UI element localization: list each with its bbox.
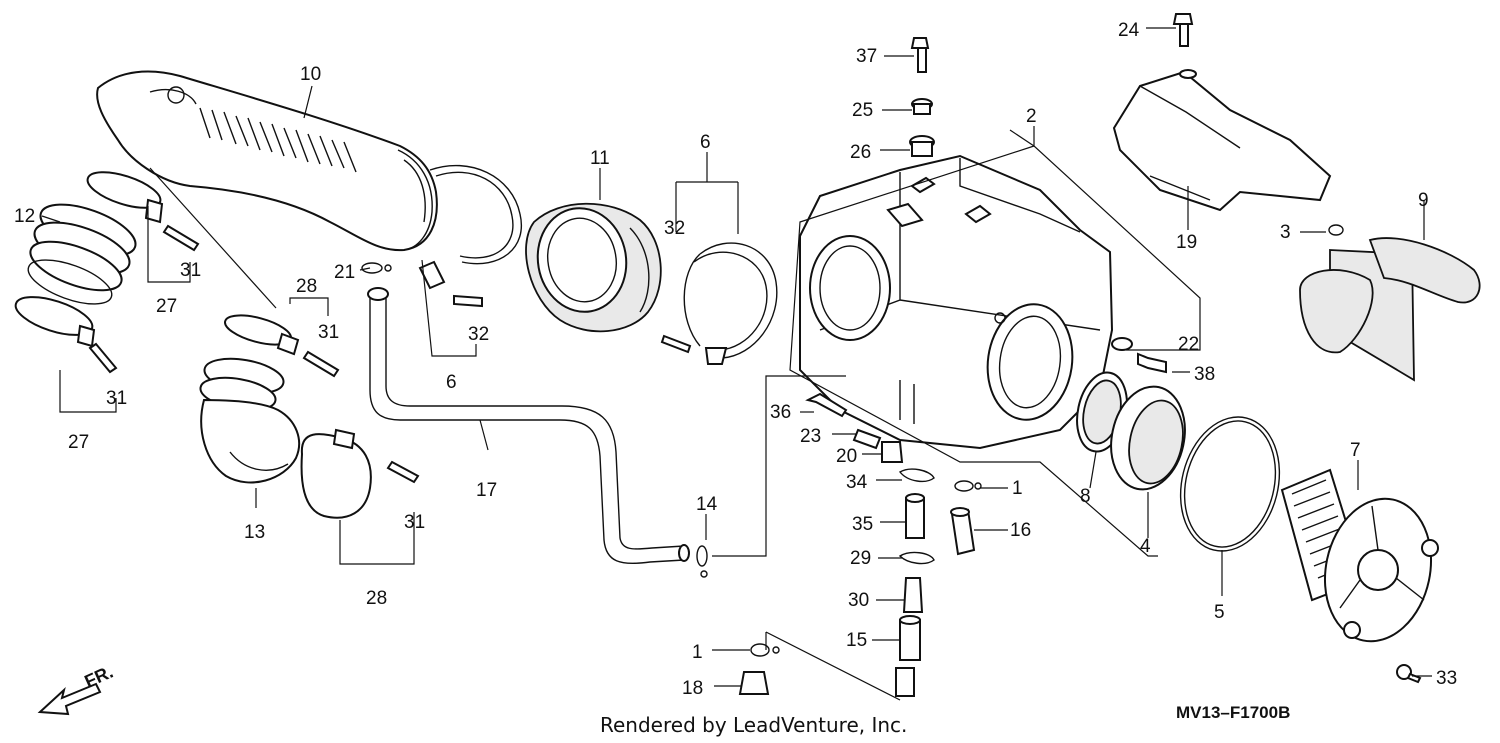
part-34-clip[interactable] [898, 468, 935, 483]
callout-24: 24 [1118, 20, 1140, 41]
part-32-screw-center[interactable] [660, 334, 692, 354]
part-27-band-upper[interactable] [84, 165, 165, 224]
part-12-boot[interactable] [23, 194, 142, 313]
callout-9: 9 [1418, 190, 1429, 211]
callout-34: 34 [846, 472, 868, 493]
callout-15: 15 [846, 630, 867, 651]
callout-29: 29 [850, 548, 871, 569]
part-36-bolt[interactable] [805, 392, 848, 418]
part-25-collar[interactable] [911, 98, 933, 115]
part-26-grommet[interactable] [909, 135, 935, 157]
part-2-air-cleaner-case[interactable] [799, 154, 1114, 450]
part-29-clip[interactable] [898, 551, 935, 565]
callout-numbers: 10 12 31 27 31 27 28 31 13 31 28 21 32 6… [14, 20, 1457, 699]
callout-25: 25 [852, 100, 873, 121]
part-31-screw-c[interactable] [302, 350, 340, 378]
credit-text: Rendered by LeadVenture, Inc. [600, 713, 907, 737]
callout-20: 20 [836, 446, 857, 467]
callout-31-d: 31 [404, 512, 425, 533]
front-direction-arrow: FR. [37, 662, 116, 716]
callout-8: 8 [1080, 486, 1091, 507]
part-37-bolt[interactable] [910, 37, 930, 73]
part-31-screw-b[interactable] [88, 342, 118, 374]
part-38-bolt[interactable] [1137, 352, 1167, 374]
callout-36: 36 [770, 402, 791, 423]
part-28-band-upper[interactable] [222, 310, 300, 356]
diagram-code: MV13–F1700B [1176, 703, 1290, 722]
callout-28-a: 28 [296, 276, 317, 297]
part-33-bolt[interactable] [1396, 664, 1422, 684]
part-15-tube[interactable] [899, 615, 921, 661]
callout-27-b: 27 [68, 432, 89, 453]
part-9-intake-duct[interactable] [1299, 237, 1481, 382]
part-27-band-lower[interactable] [11, 289, 96, 348]
callout-13: 13 [244, 522, 265, 543]
part-4-filter-ring[interactable] [1102, 380, 1194, 497]
callout-32-b: 32 [664, 218, 685, 239]
callout-6-a: 6 [446, 372, 457, 393]
callout-31-c: 31 [318, 322, 339, 343]
callout-30: 30 [848, 590, 869, 611]
part-23-pipe[interactable] [852, 428, 882, 450]
callout-2: 2 [1026, 106, 1037, 127]
callout-26: 26 [850, 142, 871, 163]
part-11-connecting-tube[interactable] [525, 201, 662, 333]
part-30-plug[interactable] [902, 577, 924, 613]
callout-35: 35 [852, 514, 873, 535]
part-16-cap[interactable] [950, 507, 976, 556]
part-19-cover-plate[interactable] [1112, 69, 1332, 212]
part-21-clip[interactable] [361, 262, 392, 274]
part-20-spring[interactable] [881, 441, 904, 463]
callout-27-a: 27 [156, 296, 177, 317]
callout-12: 12 [14, 206, 35, 227]
callout-14: 14 [696, 494, 718, 515]
callout-11: 11 [590, 148, 610, 169]
part-14-clip[interactable] [696, 545, 708, 578]
part-6-clamp-ring-left[interactable] [418, 164, 523, 308]
callout-17: 17 [476, 480, 497, 501]
callout-19: 19 [1176, 232, 1197, 253]
callout-3: 3 [1280, 222, 1291, 243]
callout-10: 10 [300, 64, 321, 85]
callout-37: 37 [856, 46, 877, 67]
callout-23: 23 [800, 426, 821, 447]
part-31-screw-d[interactable] [386, 460, 420, 484]
callout-5: 5 [1214, 602, 1225, 623]
part-3-clip[interactable] [1328, 224, 1344, 236]
part-8-screen[interactable] [1070, 368, 1134, 456]
part-24-bolt[interactable] [1172, 13, 1194, 47]
callout-21: 21 [334, 262, 355, 283]
part-22-washer[interactable] [1111, 337, 1133, 351]
callout-28-b: 28 [366, 588, 387, 609]
callout-22: 22 [1178, 334, 1199, 355]
front-direction-label: FR. [81, 662, 116, 692]
callout-16: 16 [1010, 520, 1031, 541]
part-13-intake-boot[interactable] [198, 353, 301, 484]
leader-lines [41, 27, 1432, 701]
part-6-clamp-center[interactable] [683, 242, 778, 365]
callout-31-b: 31 [106, 388, 127, 409]
part-35-tube[interactable] [905, 493, 925, 539]
callout-1-b: 1 [692, 642, 703, 663]
part-drain-tube-lower[interactable] [895, 667, 915, 697]
part-18-plug[interactable] [738, 671, 770, 695]
callout-18: 18 [682, 678, 703, 699]
part-17-breather-hose[interactable] [367, 287, 690, 565]
callout-4: 4 [1140, 536, 1151, 557]
callout-1-a: 1 [1012, 478, 1023, 499]
part-1-clip-lower[interactable] [750, 643, 780, 657]
callout-33: 33 [1436, 668, 1457, 689]
part-7-air-filter-element[interactable] [1280, 468, 1444, 651]
callout-6-b: 6 [700, 132, 711, 153]
part-5-o-ring[interactable] [1167, 406, 1293, 561]
part-31-screw-a[interactable] [162, 224, 200, 252]
part-1-clip-upper[interactable] [954, 480, 982, 492]
callout-32-a: 32 [468, 324, 489, 345]
part-28-band-lower[interactable] [300, 428, 372, 519]
callout-31-a: 31 [180, 260, 201, 281]
callout-38: 38 [1194, 364, 1215, 385]
callout-7: 7 [1350, 440, 1361, 461]
